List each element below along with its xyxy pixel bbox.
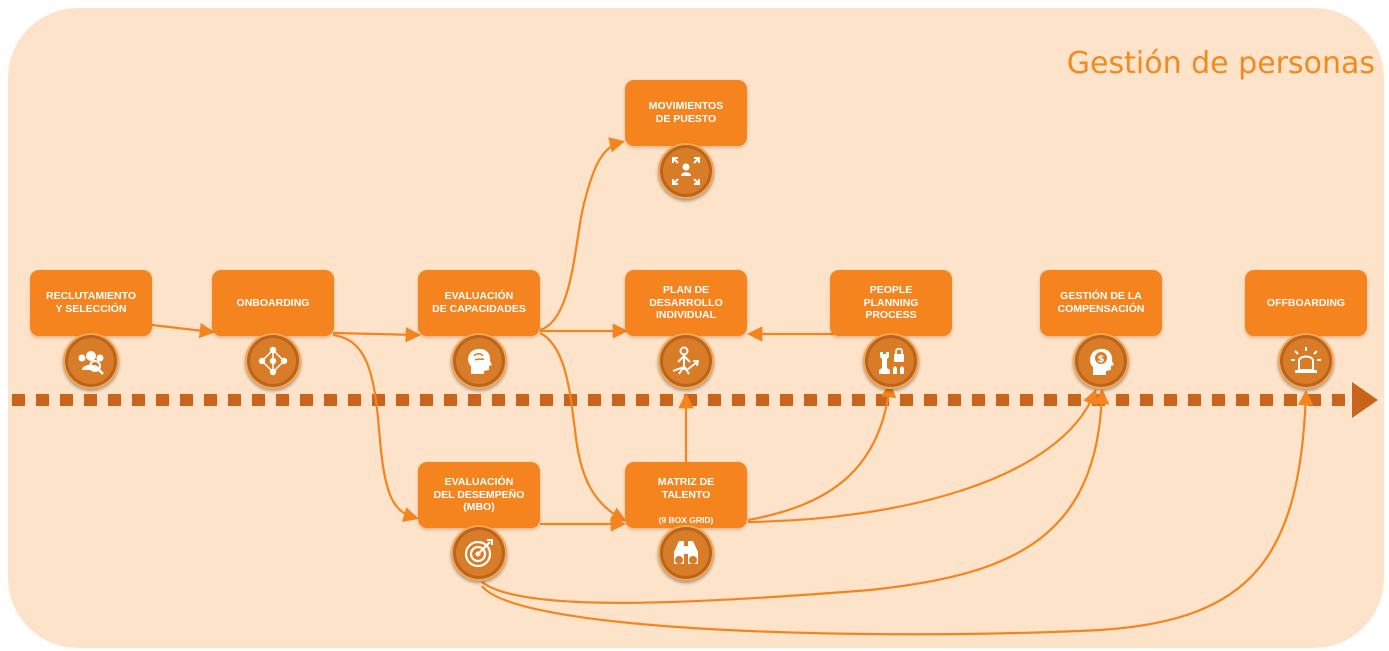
node-reclutamiento[interactable]: RECLUTAMIENTO Y SELECCIÓN bbox=[30, 270, 152, 392]
arrow-capacidades-movimientos bbox=[539, 137, 625, 332]
node-offboarding[interactable]: OFFBOARDING bbox=[1245, 270, 1367, 392]
node-label: MATRIZ DE TALENTO (9 BOX GRID) bbox=[629, 462, 743, 528]
arrow-reclutamiento-onboarding bbox=[151, 322, 216, 339]
node-label: MOVIMIENTOS DE PUESTO bbox=[648, 100, 724, 125]
node-movimientos[interactable]: MOVIMIENTOS DE PUESTO bbox=[625, 80, 747, 202]
matriz-label: MATRIZ DE TALENTO bbox=[657, 476, 715, 501]
label-box bbox=[625, 270, 747, 345]
node-label: PLAN DE DESARROLLO INDIVIDUAL bbox=[649, 284, 723, 322]
brain-head-icon bbox=[451, 333, 507, 389]
matriz-sublabel: (9 BOX GRID) bbox=[658, 514, 714, 525]
arrow-onboarding-capacidades bbox=[332, 327, 422, 343]
node-label: PEOPLE PLANNING PROCESS bbox=[863, 284, 919, 322]
people-search-icon bbox=[63, 333, 119, 389]
alarm-light-icon bbox=[1278, 333, 1334, 389]
label-box bbox=[418, 270, 540, 345]
svg-text:$: $ bbox=[1098, 354, 1105, 365]
node-onboarding[interactable]: ONBOARDING bbox=[212, 270, 334, 392]
node-label: OFFBOARDING bbox=[1266, 296, 1346, 309]
label-box bbox=[1040, 270, 1162, 345]
person-growth-icon bbox=[658, 333, 714, 389]
node-desempeno[interactable]: EVALUACIÓN DEL DESEMPEÑO (MBO) bbox=[418, 462, 540, 584]
head-money-icon: $ bbox=[1073, 333, 1129, 389]
arrow-onboarding-desempeno bbox=[332, 333, 419, 523]
node-capacidades[interactable]: EVALUACIÓN DE CAPACIDADES bbox=[418, 270, 540, 392]
arrow-desempeno-compensacion bbox=[481, 388, 1110, 604]
node-compensacion[interactable]: GESTIÓN DE LA COMPENSACIÓN $ bbox=[1040, 270, 1162, 392]
node-label: GESTIÓN DE LA COMPENSACIÓN bbox=[1057, 290, 1145, 315]
target-icon bbox=[451, 525, 507, 581]
node-matriz[interactable]: MATRIZ DE TALENTO (9 BOX GRID) bbox=[625, 462, 747, 584]
person-arrows-icon bbox=[658, 143, 714, 199]
node-people[interactable]: PEOPLE PLANNING PROCESS bbox=[830, 270, 952, 392]
binoculars-icon bbox=[658, 525, 714, 581]
node-label-text: MATRIZ DE TALENTO (9 BOX GRID) bbox=[658, 464, 714, 527]
chess-lock-icon bbox=[863, 333, 919, 389]
network-people-icon bbox=[245, 333, 301, 389]
node-label: EVALUACIÓN DEL DESEMPEÑO (MBO) bbox=[433, 476, 525, 514]
node-label: RECLUTAMIENTO Y SELECCIÓN bbox=[45, 290, 137, 315]
page-title: Gestión de personas bbox=[1066, 46, 1375, 81]
label-box bbox=[212, 270, 334, 345]
arrow-matriz-people bbox=[747, 381, 897, 522]
timeline-arrowhead bbox=[1352, 382, 1378, 418]
arrow-desempeno-offboarding bbox=[481, 389, 1314, 636]
node-label: ONBOARDING bbox=[236, 296, 310, 309]
arrow-capacidades-matriz bbox=[539, 332, 627, 522]
node-plan[interactable]: PLAN DE DESARROLLO INDIVIDUAL bbox=[625, 270, 747, 392]
label-box bbox=[418, 462, 540, 537]
label-box bbox=[30, 270, 152, 345]
arrow-matriz-compensacion bbox=[747, 389, 1098, 524]
node-label: EVALUACIÓN DE CAPACIDADES bbox=[432, 290, 526, 315]
